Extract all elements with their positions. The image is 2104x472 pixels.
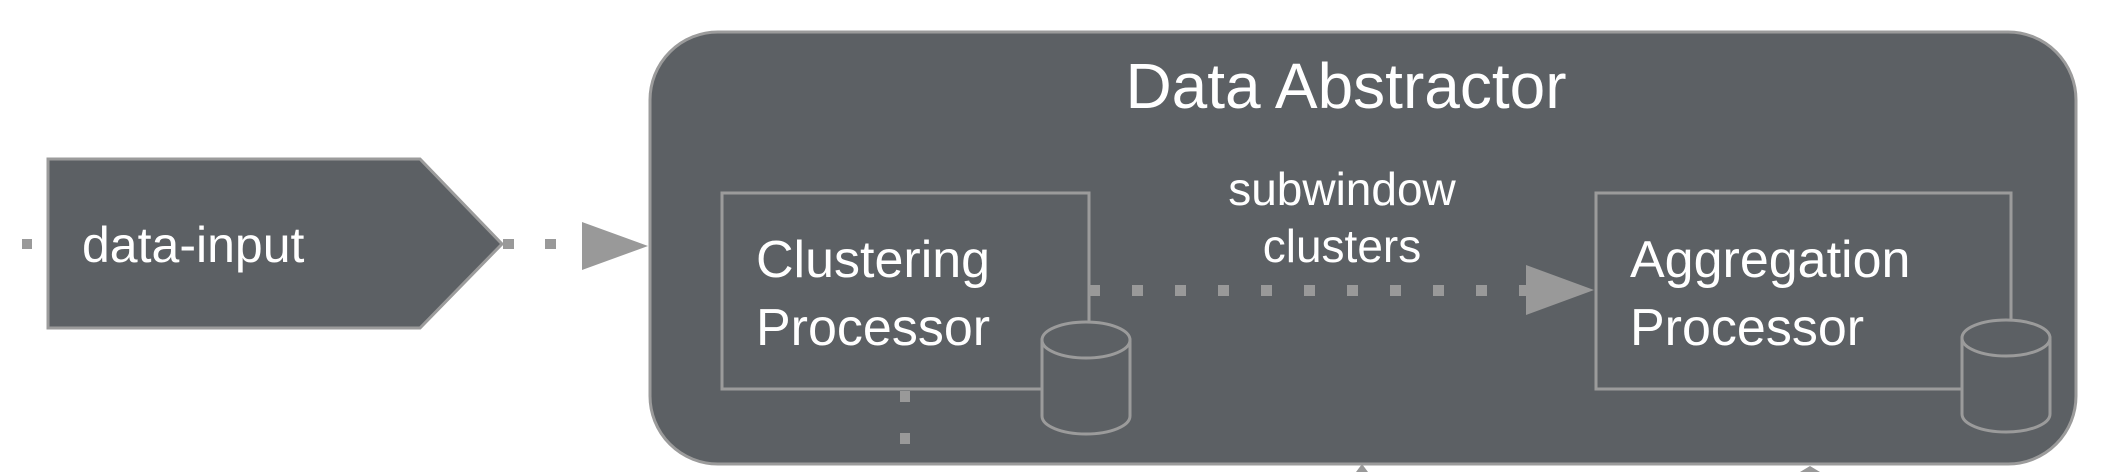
data-abstractor-container[interactable]: Data Abstractor: [648, 30, 2078, 466]
edge-label-line2: clusters: [1263, 220, 1421, 272]
connector-dot: [1089, 285, 1100, 296]
clustering-processor-node[interactable]: Clustering Processor: [720, 191, 1132, 436]
connector-dot: [1433, 285, 1444, 296]
connector-dot: [1390, 285, 1401, 296]
cluster-to-aggregation-connector: [1089, 265, 1594, 315]
clustering-processor-label-line2: Processor: [756, 299, 990, 357]
database-icon: [1960, 318, 2052, 434]
database-icon: [1040, 320, 1132, 436]
connector-dot: [1347, 285, 1358, 296]
connector-dot: [900, 433, 910, 444]
data-input-label: data-input: [82, 217, 304, 273]
connector-dot: [1175, 285, 1186, 296]
upward-arrowhead-icon: [1356, 464, 1368, 472]
edge-fragment: [1800, 466, 1820, 472]
arrowhead-icon: [582, 222, 648, 270]
arrowhead-icon: [1526, 265, 1594, 315]
aggregation-processor-label-line1: Aggregation: [1630, 231, 1910, 289]
edge-label-line1: subwindow: [1228, 163, 1456, 215]
data-input-shape: [46, 157, 505, 330]
clustering-processor-label-line1: Clustering: [756, 231, 990, 289]
connector-dot: [1218, 285, 1229, 296]
connector-dot: [545, 239, 556, 249]
connector-dot: [1304, 285, 1315, 296]
aggregation-processor-label-line2: Processor: [1630, 299, 1864, 357]
connector-dot: [1519, 285, 1530, 296]
aggregation-processor-node[interactable]: Aggregation Processor: [1594, 191, 2052, 434]
data-abstractor-shape: [648, 30, 2078, 466]
data-input-node[interactable]: data-input: [46, 157, 505, 330]
aggregation-processor-box: [1594, 191, 2013, 391]
connector-dot: [900, 391, 910, 402]
connector-dot: [1261, 285, 1272, 296]
input-to-abstractor-connector: [503, 222, 648, 270]
data-abstractor-title: Data Abstractor: [1125, 50, 1566, 122]
connector-dot: [1476, 285, 1487, 296]
incoming-connector-dot: [22, 239, 32, 249]
clustering-downward-connector: [900, 391, 910, 444]
connector-dot: [503, 239, 514, 249]
connector-dot: [1132, 285, 1143, 296]
